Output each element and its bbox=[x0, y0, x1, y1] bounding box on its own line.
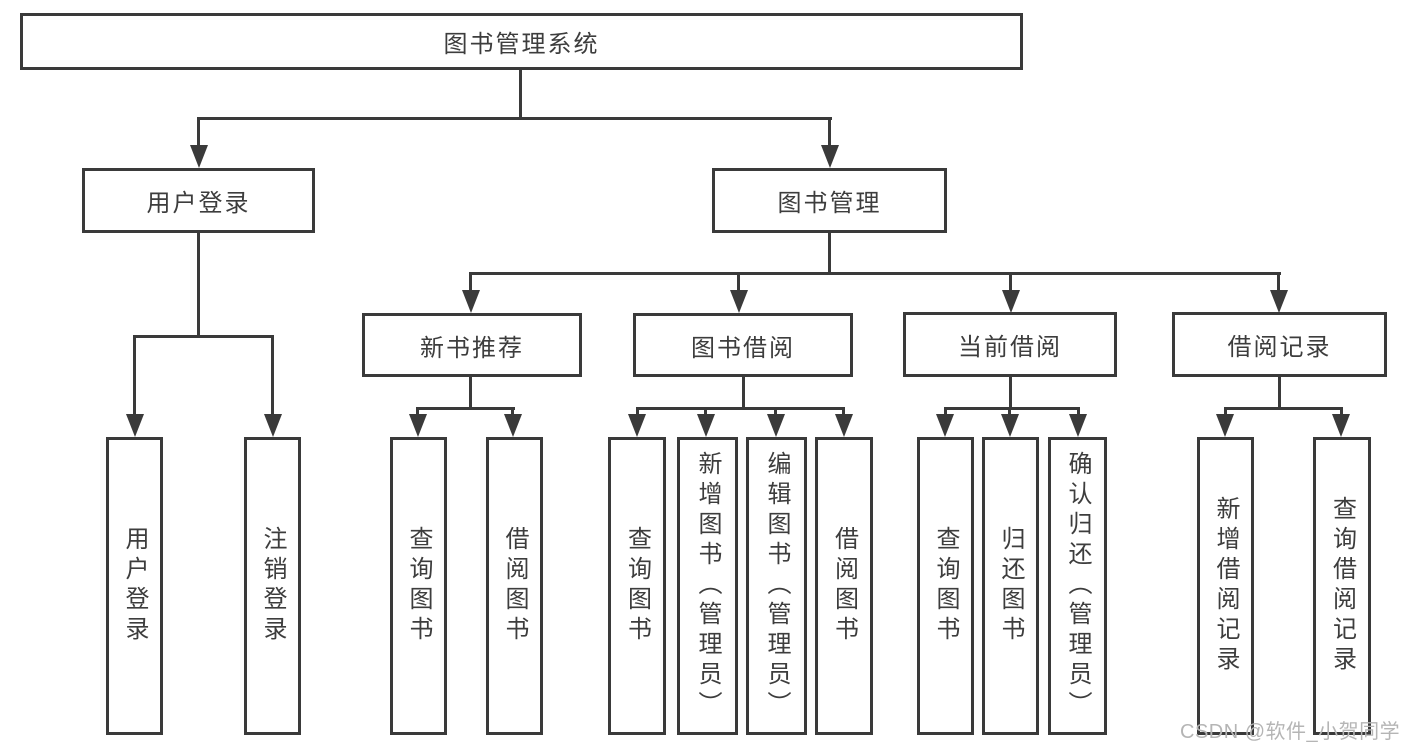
arrowhead-down-icon bbox=[1001, 414, 1019, 437]
arrowhead-down-icon bbox=[409, 414, 427, 437]
connector-vline bbox=[469, 272, 472, 292]
connector-vline bbox=[1008, 407, 1011, 417]
arrowhead-down-icon bbox=[1270, 290, 1288, 313]
node-label: 用户登录 bbox=[146, 190, 251, 217]
leaf-query-books-current: 查询图书 bbox=[917, 437, 974, 735]
connector-vline bbox=[416, 407, 419, 417]
leaf-query-books-borrow: 查询图书 bbox=[608, 437, 666, 735]
node-user-login: 用户登录 bbox=[82, 168, 315, 233]
node-current-borrow: 当前借阅 bbox=[903, 312, 1117, 377]
connector-hline bbox=[197, 117, 832, 120]
connector-hline bbox=[416, 407, 515, 410]
node-label: 注销登录 bbox=[259, 526, 286, 646]
connector-vline bbox=[774, 407, 777, 417]
leaf-query-books-recommend: 查询图书 bbox=[390, 437, 447, 735]
leaf-edit-book-admin: 编辑图书（管理员） bbox=[746, 437, 807, 735]
connector-vline bbox=[1009, 272, 1012, 292]
arrowhead-down-icon bbox=[462, 290, 480, 313]
connector-vline bbox=[1009, 377, 1012, 407]
arrowhead-down-icon bbox=[504, 414, 522, 437]
arrowhead-down-icon bbox=[1332, 414, 1350, 437]
connector-hline bbox=[944, 407, 1080, 410]
arrowhead-down-icon bbox=[821, 145, 839, 168]
arrowhead-down-icon bbox=[835, 414, 853, 437]
connector-vline bbox=[742, 377, 745, 407]
leaf-logout: 注销登录 bbox=[244, 437, 301, 735]
connector-hline bbox=[636, 407, 845, 410]
node-label: 查询图书 bbox=[932, 526, 959, 646]
arrowhead-down-icon bbox=[628, 414, 646, 437]
connector-vline bbox=[511, 407, 514, 417]
node-label: 编辑图书（管理员） bbox=[763, 451, 790, 721]
node-label: 用户登录 bbox=[121, 526, 148, 646]
connector-vline bbox=[133, 335, 136, 416]
leaf-query-borrow-record: 查询借阅记录 bbox=[1313, 437, 1371, 735]
connector-vline bbox=[519, 70, 522, 117]
leaf-return-book: 归还图书 bbox=[982, 437, 1039, 735]
connector-vline bbox=[1340, 407, 1343, 417]
connector-vline bbox=[828, 233, 831, 272]
connector-hline bbox=[1224, 407, 1343, 410]
node-label: 确认归还（管理员） bbox=[1064, 451, 1091, 721]
arrowhead-down-icon bbox=[697, 414, 715, 437]
node-label: 新增借阅记录 bbox=[1212, 496, 1239, 676]
node-book-borrow: 图书借阅 bbox=[633, 313, 853, 377]
leaf-borrow-books-recommend: 借阅图书 bbox=[486, 437, 543, 735]
node-book-management: 图书管理 bbox=[712, 168, 947, 233]
leaf-confirm-return-admin: 确认归还（管理员） bbox=[1048, 437, 1107, 735]
arrowhead-down-icon bbox=[126, 414, 144, 437]
node-label: 新书推荐 bbox=[420, 334, 524, 362]
arrowhead-down-icon bbox=[1069, 414, 1087, 437]
connector-vline bbox=[271, 335, 274, 416]
node-label: 图书管理系统 bbox=[443, 31, 600, 58]
node-label: 归还图书 bbox=[997, 526, 1024, 646]
connector-hline bbox=[469, 272, 1281, 275]
node-label: 新增图书（管理员） bbox=[694, 451, 721, 721]
connector-vline bbox=[197, 117, 200, 147]
connector-vline bbox=[704, 407, 707, 417]
node-label: 查询图书 bbox=[623, 526, 651, 646]
arrowhead-down-icon bbox=[1002, 290, 1020, 313]
connector-vline bbox=[1278, 377, 1281, 407]
node-label: 当前借阅 bbox=[958, 334, 1062, 361]
node-label: 借阅图书 bbox=[830, 526, 858, 646]
connector-vline bbox=[1077, 407, 1080, 417]
node-new-book-recommend: 新书推荐 bbox=[362, 313, 582, 377]
leaf-borrow-books: 借阅图书 bbox=[815, 437, 873, 735]
node-label: 图书管理 bbox=[777, 190, 882, 217]
connector-vline bbox=[636, 407, 639, 417]
watermark: CSDN @软件_小贺同学 bbox=[1180, 721, 1401, 743]
leaf-add-borrow-record: 新增借阅记录 bbox=[1197, 437, 1254, 735]
connector-vline bbox=[1277, 272, 1280, 292]
connector-vline bbox=[944, 407, 947, 417]
node-root: 图书管理系统 bbox=[20, 13, 1023, 70]
connector-vline bbox=[842, 407, 845, 417]
arrowhead-down-icon bbox=[767, 414, 785, 437]
node-label: 借阅记录 bbox=[1227, 334, 1332, 361]
connector-hline bbox=[133, 335, 274, 338]
node-label: 查询借阅记录 bbox=[1328, 496, 1356, 676]
connector-vline bbox=[828, 117, 831, 147]
node-label: 查询图书 bbox=[405, 526, 432, 646]
arrowhead-down-icon bbox=[190, 145, 208, 168]
connector-vline bbox=[469, 377, 472, 407]
arrowhead-down-icon bbox=[264, 414, 282, 437]
arrowhead-down-icon bbox=[936, 414, 954, 437]
connector-vline bbox=[1224, 407, 1227, 417]
connector-vline bbox=[737, 272, 740, 292]
node-borrow-records: 借阅记录 bbox=[1172, 312, 1387, 377]
arrowhead-down-icon bbox=[730, 290, 748, 313]
node-label: 借阅图书 bbox=[501, 526, 528, 646]
arrowhead-down-icon bbox=[1216, 414, 1234, 437]
connector-vline bbox=[197, 233, 200, 335]
leaf-user-login: 用户登录 bbox=[106, 437, 163, 735]
node-label: 图书借阅 bbox=[691, 334, 795, 362]
leaf-add-book-admin: 新增图书（管理员） bbox=[677, 437, 738, 735]
